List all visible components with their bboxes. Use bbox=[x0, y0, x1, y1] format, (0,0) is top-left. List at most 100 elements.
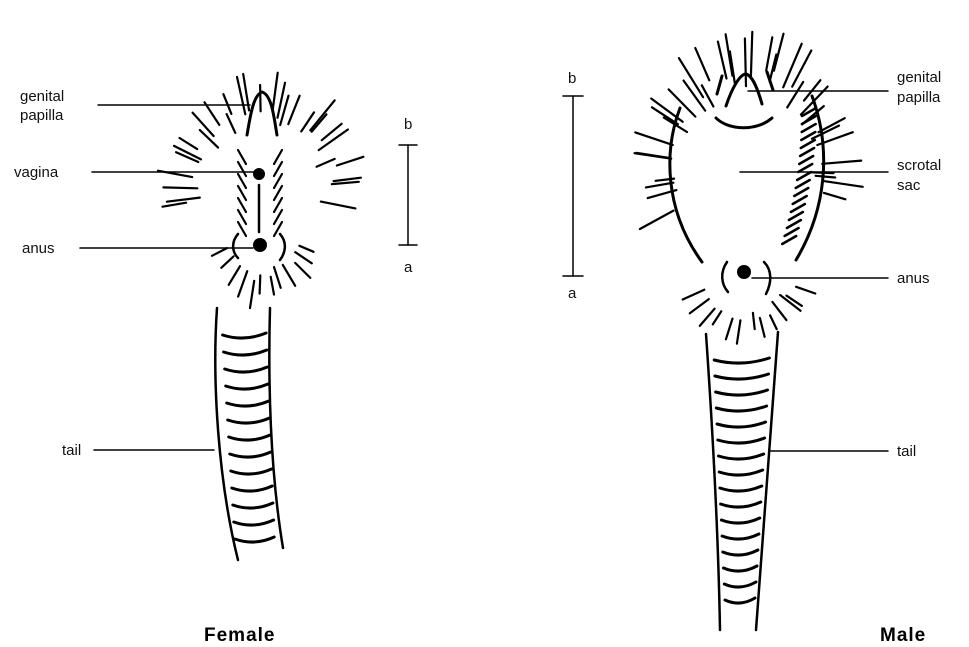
fur-hair bbox=[635, 132, 672, 145]
fur-hair bbox=[640, 211, 674, 229]
tail-ring bbox=[716, 390, 768, 395]
female-label-genital: genital bbox=[20, 88, 64, 105]
tail-ring bbox=[724, 582, 756, 587]
fur-hair bbox=[274, 267, 281, 288]
tail-ring bbox=[716, 406, 766, 411]
tail-ring bbox=[720, 486, 762, 491]
tail-ring bbox=[717, 422, 766, 427]
fur-hair bbox=[783, 44, 802, 88]
fur-hair bbox=[163, 203, 187, 207]
tail-ring bbox=[722, 534, 759, 539]
male-scrotal-sac bbox=[670, 96, 824, 262]
fur-hair bbox=[227, 114, 236, 133]
fur-hair bbox=[273, 73, 278, 110]
tail-ring bbox=[718, 438, 765, 443]
male-label-papilla: papilla bbox=[897, 89, 941, 106]
tail-ring bbox=[230, 452, 271, 457]
male-label-genital: genital bbox=[897, 69, 941, 86]
female-anus-bracket-right bbox=[280, 234, 285, 260]
fur-hair bbox=[824, 193, 845, 199]
female-anus-bracket-left bbox=[233, 234, 238, 258]
fur-hair bbox=[695, 48, 709, 80]
sac-shade-stroke bbox=[794, 188, 808, 196]
male-scale-bar: b a bbox=[563, 70, 583, 302]
tail-ring bbox=[719, 470, 763, 475]
female-title: Female bbox=[204, 625, 275, 646]
male-fur bbox=[635, 32, 863, 344]
tail-ring bbox=[228, 418, 270, 423]
tail-ring bbox=[232, 486, 272, 491]
fur-hair bbox=[816, 176, 836, 178]
fur-hair bbox=[238, 271, 247, 296]
male-anus bbox=[737, 265, 751, 279]
fur-hair bbox=[295, 263, 310, 278]
sac-shade-stroke bbox=[796, 180, 810, 188]
tail-ring bbox=[231, 469, 272, 474]
sac-shade-stroke bbox=[801, 140, 815, 148]
male-label-sac: sac bbox=[897, 177, 921, 194]
male-title: Male bbox=[880, 625, 926, 646]
sac-shade-stroke bbox=[797, 172, 811, 180]
tail-ring bbox=[234, 520, 274, 525]
male-scale-b: b bbox=[568, 70, 576, 87]
fur-hair bbox=[635, 153, 672, 158]
fur-hair bbox=[229, 266, 240, 285]
female-fur bbox=[158, 73, 364, 308]
male-scale-a: a bbox=[568, 285, 577, 302]
fur-hair bbox=[288, 96, 299, 124]
fur-hair bbox=[283, 265, 295, 286]
fur-hair bbox=[726, 319, 733, 340]
fur-hair bbox=[167, 198, 200, 202]
tail-ring bbox=[721, 502, 761, 507]
female-label-papilla: papilla bbox=[20, 107, 64, 124]
tail-ring bbox=[235, 537, 274, 542]
fur-hair bbox=[299, 246, 313, 252]
fur-hair bbox=[669, 89, 696, 116]
sac-shade-stroke bbox=[799, 156, 813, 164]
fur-hair bbox=[772, 302, 786, 320]
fur-hair bbox=[713, 311, 722, 324]
fur-hair bbox=[766, 37, 772, 70]
tail-ring bbox=[226, 384, 268, 389]
fur-hair bbox=[745, 39, 746, 87]
sac-shade-stroke bbox=[802, 116, 816, 124]
female-genital-papilla bbox=[247, 92, 277, 135]
female-tail bbox=[215, 308, 283, 560]
tail-ring bbox=[719, 454, 764, 459]
fur-hair bbox=[260, 275, 261, 293]
fur-hair bbox=[753, 313, 755, 329]
fur-hair bbox=[825, 181, 863, 187]
fur-hair bbox=[221, 256, 233, 267]
fur-hair bbox=[718, 42, 727, 79]
fur-hair bbox=[260, 85, 261, 111]
male-papilla-dash-left bbox=[717, 76, 722, 94]
fur-hair bbox=[322, 124, 342, 140]
fur-hair bbox=[792, 51, 811, 87]
female-label-anus: anus bbox=[22, 240, 55, 257]
fur-hair bbox=[250, 281, 254, 308]
fur-hair bbox=[337, 157, 364, 166]
female-figure: genital papilla vagina anus tail b a Fem… bbox=[14, 73, 417, 646]
male-label-anus: anus bbox=[897, 270, 930, 287]
fur-hair bbox=[737, 320, 741, 343]
male-figure: genital papilla scrotal sac anus tail b … bbox=[563, 32, 941, 646]
fur-hair bbox=[200, 130, 218, 148]
tail-ring bbox=[227, 401, 269, 406]
fur-hair bbox=[751, 32, 752, 76]
fur-hair bbox=[334, 178, 361, 181]
fur-hair bbox=[760, 318, 765, 337]
tail-ring bbox=[724, 566, 758, 571]
fur-hair bbox=[321, 202, 356, 209]
tail-ring bbox=[723, 550, 758, 555]
fur-hair bbox=[317, 159, 335, 167]
male-papilla-arc bbox=[716, 118, 772, 128]
fur-hair bbox=[770, 315, 777, 329]
tail-ring bbox=[721, 518, 759, 523]
tail-ring bbox=[229, 435, 271, 440]
tail-ring bbox=[225, 367, 268, 372]
tail-ring bbox=[715, 374, 769, 379]
male-tail bbox=[706, 332, 778, 630]
female-scale-bar: b a bbox=[399, 116, 417, 276]
fur-hair bbox=[271, 277, 274, 295]
